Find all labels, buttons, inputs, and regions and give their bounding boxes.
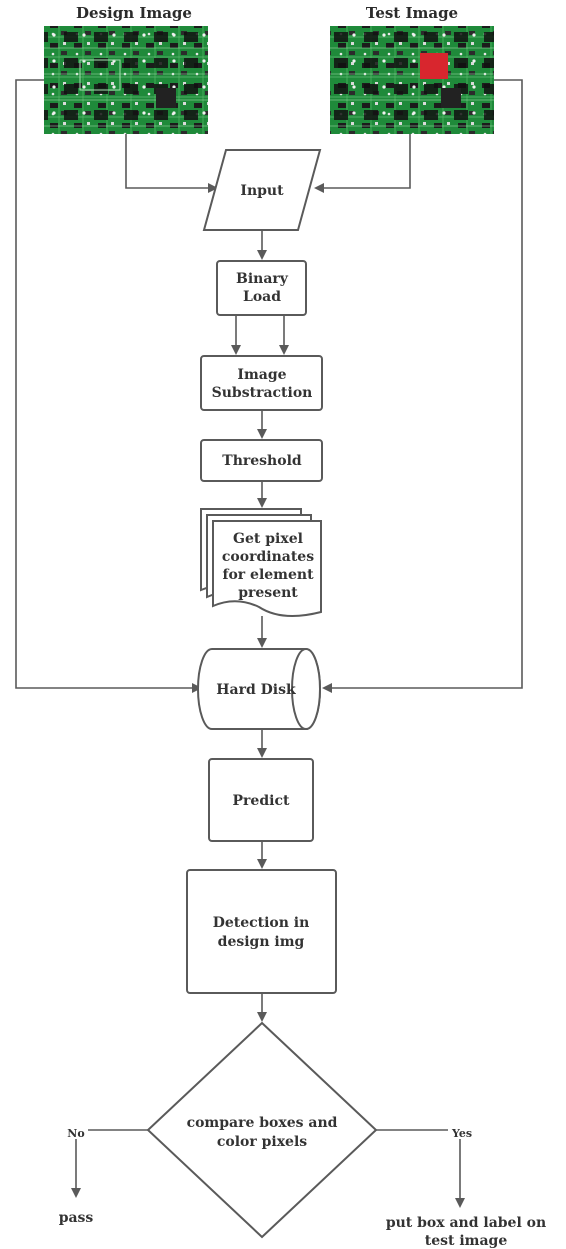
predict-node: Predict xyxy=(208,758,314,842)
hard-disk-node: Hard Disk xyxy=(197,648,321,730)
image-subtraction-node: Image Substraction xyxy=(200,355,323,411)
hard-disk-label: Hard Disk xyxy=(216,682,296,698)
connectors xyxy=(15,79,523,1208)
threshold-label: Threshold xyxy=(222,453,302,469)
input-node: Input xyxy=(202,149,322,231)
get-pixel-label-line4: present xyxy=(238,585,298,601)
no-branch-label-overlay: No xyxy=(67,1127,84,1140)
threshold-node: Threshold xyxy=(200,439,323,482)
detection-label-line1: Detection in xyxy=(213,915,310,931)
image-subtraction-label-line2: Substraction xyxy=(212,385,313,401)
get-pixel-label-line2: coordinates xyxy=(222,549,314,565)
yes-outcome-label-line1: put box and label on xyxy=(386,1215,546,1231)
decision-label-line2: color pixels xyxy=(217,1134,307,1150)
test-pcb-image xyxy=(330,26,494,134)
binary-load-label-line1: Binary xyxy=(236,271,289,287)
yes-branch-label-overlay: Yes xyxy=(451,1127,472,1140)
design-image-label: Design Image xyxy=(76,4,192,22)
decision-label-line1: compare boxes and xyxy=(187,1115,338,1131)
decision-node: compare boxes and color pixels xyxy=(146,1021,378,1239)
test-image-label: Test Image xyxy=(366,4,458,22)
get-pixel-label-line1: Get pixel xyxy=(233,531,303,547)
design-pcb-image xyxy=(44,26,208,134)
no-outcome-label: pass xyxy=(59,1210,94,1226)
yes-outcome-label-line2: test image xyxy=(425,1233,508,1249)
image-subtraction-label-line1: Image xyxy=(237,367,286,383)
get-pixel-label-line3: for element xyxy=(222,567,314,583)
get-pixel-node: Get pixel coordinates for element presen… xyxy=(200,508,322,617)
predict-label: Predict xyxy=(233,793,290,809)
binary-load-label-line2: Load xyxy=(243,289,281,305)
detection-label-line2: design img xyxy=(218,934,305,950)
defect-highlight xyxy=(420,53,448,79)
binary-load-node: Binary Load xyxy=(216,260,307,316)
input-label: Input xyxy=(240,183,284,199)
detection-node: Detection in design img xyxy=(186,869,337,994)
